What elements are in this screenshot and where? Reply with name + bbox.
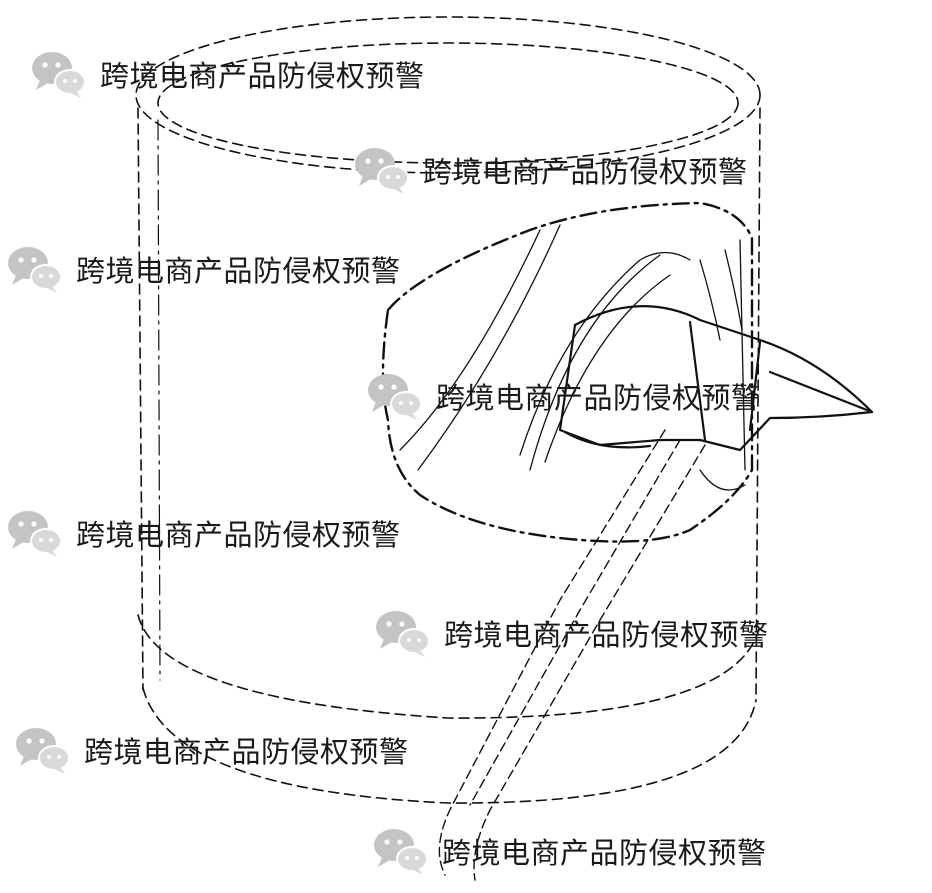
watermark-text: 跨境电商产品防侵权预警 xyxy=(423,155,748,189)
watermark: 跨境电商产品防侵权预警 xyxy=(372,605,769,661)
watermark: 跨境电商产品防侵权预警 xyxy=(370,823,767,879)
cylinder-outline xyxy=(135,16,761,804)
tube xyxy=(438,429,706,881)
cylinder-inner-line xyxy=(157,119,161,681)
wechat-icon xyxy=(364,369,424,423)
watermark: 跨境电商产品防侵权预警 xyxy=(4,241,401,297)
watermark-text: 跨境电商产品防侵权预警 xyxy=(76,254,401,288)
watermark-text: 跨境电商产品防侵权预警 xyxy=(436,381,761,415)
watermark-text: 跨境电商产品防侵权预警 xyxy=(444,618,769,652)
wechat-icon xyxy=(12,723,72,777)
nozzle xyxy=(558,305,874,452)
watermark: 跨境电商产品防侵权预警 xyxy=(4,505,401,561)
watermark-text: 跨境电商产品防侵权预警 xyxy=(100,59,425,93)
watermark-text: 跨境电商产品防侵权预警 xyxy=(76,518,401,552)
sleeve-lines xyxy=(399,224,746,491)
wechat-icon xyxy=(351,143,411,197)
detail-boundary xyxy=(381,201,754,543)
watermark: 跨境电商产品防侵权预警 xyxy=(364,368,761,424)
watermark: 跨境电商产品防侵权预警 xyxy=(28,46,425,102)
wechat-icon xyxy=(28,47,88,101)
watermark-text: 跨境电商产品防侵权预警 xyxy=(442,836,767,870)
wechat-icon xyxy=(4,506,64,560)
watermark: 跨境电商产品防侵权预警 xyxy=(12,722,409,778)
watermark-text: 跨境电商产品防侵权预警 xyxy=(84,735,409,769)
wechat-icon xyxy=(4,242,64,296)
wechat-icon xyxy=(370,824,430,878)
wechat-icon xyxy=(372,606,432,660)
watermark: 跨境电商产品防侵权预警 xyxy=(351,142,748,198)
